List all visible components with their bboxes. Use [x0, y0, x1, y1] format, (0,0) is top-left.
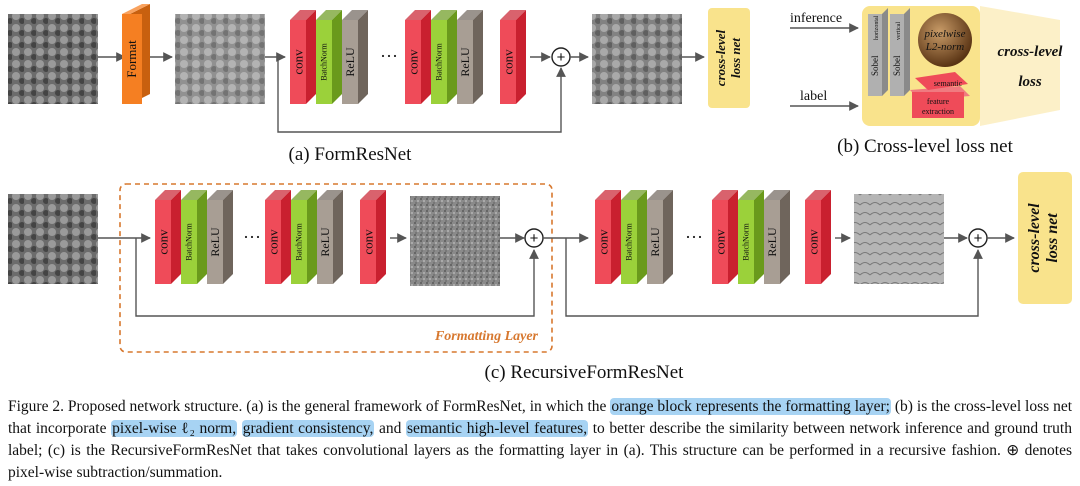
- figure-caption: Figure 2. Proposed network structure. (a…: [8, 398, 1073, 481]
- l2norm-label: L2-norm: [925, 41, 965, 53]
- a-block2-batchnorm: BatchNorm: [431, 10, 457, 104]
- c-block3-batchnorm: BatchNorm: [621, 190, 647, 284]
- a-block2-batchnorm-label: BatchNorm: [435, 43, 444, 81]
- highlight-gradient: gradient consistency,: [241, 420, 375, 437]
- a-block2-conv: conv: [405, 10, 431, 104]
- dots-a: ···: [380, 46, 398, 66]
- loss-box-a: [708, 8, 750, 108]
- svg-text:Sobel: Sobel: [892, 55, 902, 76]
- residual-noise-image: [410, 196, 500, 286]
- formatting-layer-box: [119, 183, 553, 353]
- input-image-c: [8, 194, 98, 284]
- panel-b: inference label Sobel horizontal Sobel v…: [790, 6, 1063, 157]
- highlight-semantic: semantic high-level features,: [405, 420, 589, 437]
- c-block2-relu-label: ReLU: [318, 227, 332, 257]
- caption-a: (a) FormResNet: [289, 144, 413, 165]
- edge-image: [854, 194, 944, 284]
- c-block3-conv-label: conv: [595, 229, 610, 255]
- c-conv-3: conv: [360, 190, 386, 284]
- input-label: label: [800, 89, 827, 104]
- a-final-conv: conv: [500, 10, 526, 104]
- format-block: Format: [122, 4, 150, 104]
- dots-c2: ···: [685, 227, 703, 247]
- svg-text:+: +: [974, 230, 983, 247]
- input-inference: inference: [790, 11, 842, 26]
- loss-a-line1: cross-level: [713, 29, 728, 86]
- a-block1-relu-label: ReLU: [343, 47, 357, 77]
- a-block2-relu-label: ReLU: [458, 47, 472, 77]
- c-block2-conv: conv: [265, 190, 291, 284]
- svg-text:semantic: semantic: [934, 79, 963, 88]
- dots-c1: ···: [243, 227, 261, 247]
- svg-text:+: +: [530, 230, 539, 247]
- c-block4-relu: ReLU: [764, 190, 790, 284]
- highlight-pixelwise: pixel-wise ℓ₂ norm,: [111, 420, 238, 437]
- caption-c: (c) RecursiveFormResNet: [485, 362, 685, 383]
- svg-text:extraction: extraction: [922, 107, 954, 116]
- loss-a-line2: loss net: [728, 38, 743, 78]
- a-block2-relu: ReLU: [457, 10, 483, 104]
- formatting-layer-label: Formatting Layer: [434, 329, 539, 344]
- loss-side-2: loss: [1018, 74, 1042, 90]
- a-block2-conv-label: conv: [405, 49, 420, 75]
- a-block1-batchnorm-label: BatchNorm: [320, 43, 329, 81]
- c-block4-batchnorm: BatchNorm: [738, 190, 764, 284]
- c-block2-relu: ReLU: [317, 190, 343, 284]
- semantic-block: semantic feature extraction: [910, 72, 970, 118]
- c-conv-6: conv: [805, 190, 831, 284]
- l2-sphere: [918, 13, 972, 67]
- a-block1-batchnorm: BatchNorm: [316, 10, 342, 104]
- sobel-vertical: Sobel vertical: [890, 8, 910, 96]
- a-block1-relu: ReLU: [342, 10, 368, 104]
- c-block3-relu: ReLU: [647, 190, 673, 284]
- c-block1-conv-label: conv: [155, 229, 170, 255]
- highlight-formatting: orange block represents the formatting l…: [610, 398, 891, 415]
- c-block1-relu: ReLU: [207, 190, 233, 284]
- c-block1-batchnorm: BatchNorm: [181, 190, 207, 284]
- c-block1-batchnorm-label: BatchNorm: [185, 223, 194, 261]
- loss-box-c: [1018, 172, 1072, 304]
- c-conv-3-label: conv: [360, 229, 375, 255]
- caption-b: (b) Cross-level loss net: [837, 136, 1013, 157]
- c-block4-relu-label: ReLU: [765, 227, 779, 257]
- sobel-horizontal: Sobel horizontal: [868, 8, 888, 96]
- panel-c: Formatting Layer conv BatchNorm ReLU conv Ba…: [8, 172, 1072, 383]
- c-block2-conv-label: conv: [265, 229, 280, 255]
- c-block3-conv: conv: [595, 190, 621, 284]
- c-block4-batchnorm-label: BatchNorm: [742, 223, 751, 261]
- pixelwise-label: pixelwise: [924, 28, 966, 40]
- formatted-image: [175, 14, 265, 104]
- svg-text:cross-level: cross-level: [1026, 203, 1043, 273]
- svg-text:Sobel: Sobel: [870, 55, 880, 76]
- a-block1-conv: conv: [290, 10, 316, 104]
- a-block1-conv-label: conv: [290, 49, 305, 75]
- c-block2-batchnorm: BatchNorm: [291, 190, 317, 284]
- svg-text:vertical: vertical: [896, 22, 902, 40]
- loss-side-1: cross-level: [998, 44, 1064, 60]
- c-block4-conv: conv: [712, 190, 738, 284]
- c-block1-relu-label: ReLU: [208, 227, 222, 257]
- a-final-conv-label: conv: [500, 49, 515, 75]
- svg-text:feature: feature: [927, 97, 950, 106]
- svg-text:horizontal: horizontal: [874, 15, 880, 40]
- c-conv-6-label: conv: [805, 229, 820, 255]
- c-block3-batchnorm-label: BatchNorm: [625, 223, 634, 261]
- c-block2-batchnorm-label: BatchNorm: [295, 223, 304, 261]
- input-image: [8, 14, 98, 104]
- c-block3-relu-label: ReLU: [648, 227, 662, 257]
- format-label: Format: [124, 40, 139, 78]
- panel-a: Format conv BatchNorm ReLU conv BatchNorm ReL…: [8, 4, 750, 165]
- c-block1-conv: conv: [155, 190, 181, 284]
- c-block4-conv-label: conv: [712, 229, 727, 255]
- svg-text:loss net: loss net: [1044, 213, 1061, 263]
- output-image-a: [592, 14, 682, 104]
- plus-sign-a: +: [557, 49, 566, 66]
